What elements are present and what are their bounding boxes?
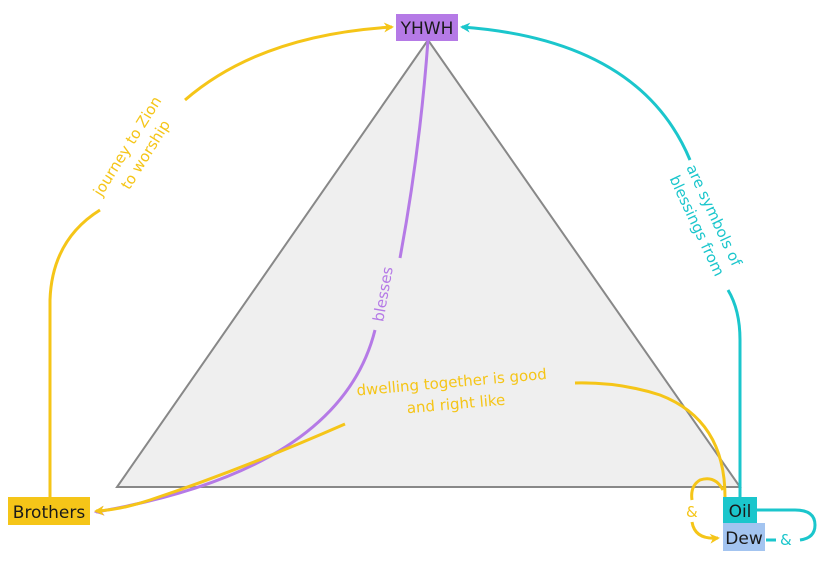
edge-journey-label: journey to Zion to worship	[89, 89, 185, 211]
svg-text:Brothers: Brothers	[13, 503, 86, 523]
edge-oil-dew-yellow-line[interactable]	[690, 477, 723, 538]
edge-symbols-line[interactable]	[462, 27, 742, 497]
edge-journey-line[interactable]	[48, 27, 392, 497]
node-dew[interactable]: Dew	[723, 523, 765, 551]
node-yhwh[interactable]: YHWH	[396, 14, 458, 41]
edge-symbols-label: are symbols of blessings from	[664, 161, 747, 281]
edge-oil-dew-teal-label: &	[780, 531, 792, 549]
edge-dwelling-line[interactable]	[96, 381, 727, 511]
edge-oil-dew-yellow-label: &	[686, 503, 698, 521]
node-oil[interactable]: Oil	[723, 497, 757, 523]
svg-text:YHWH: YHWH	[400, 19, 454, 39]
node-brothers[interactable]: Brothers	[8, 497, 90, 525]
triangle-shape	[115, 38, 742, 488]
svg-text:Dew: Dew	[725, 529, 763, 549]
svg-text:Oil: Oil	[729, 502, 752, 522]
edge-oil-dew-teal-line[interactable]	[757, 508, 817, 542]
